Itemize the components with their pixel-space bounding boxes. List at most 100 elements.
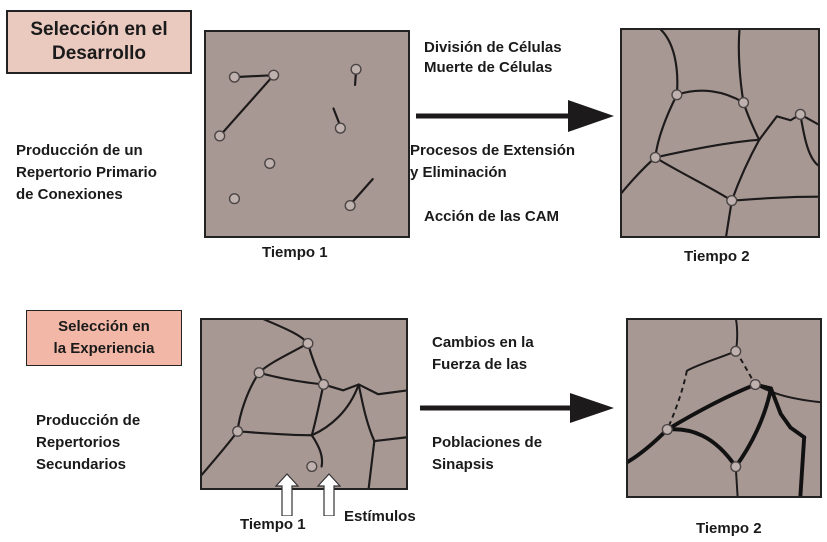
section-2-title-box: Selección en la Experiencia bbox=[26, 310, 182, 366]
neuron-body bbox=[730, 461, 742, 473]
fiber bbox=[218, 74, 275, 138]
fiber bbox=[742, 101, 761, 141]
neuron-body bbox=[302, 337, 314, 350]
fiber bbox=[262, 320, 309, 345]
neuron-body bbox=[228, 193, 241, 205]
section-1-process-text-top: División de Células Muerte de Células bbox=[424, 38, 562, 78]
section-1-process-line4: y Eliminación bbox=[410, 164, 507, 181]
neuron-body bbox=[268, 69, 280, 81]
section-1-title-line1: Selección en el bbox=[30, 19, 168, 40]
strengthened-synapse bbox=[665, 382, 758, 432]
strengthened-synapse bbox=[628, 427, 670, 464]
section-1-process-line5: Acción de las CAM bbox=[424, 208, 560, 225]
section-1-process-line2: Muerte de Células bbox=[424, 59, 553, 76]
weakened-synapse-dashed bbox=[734, 350, 757, 386]
stimulus-arrow-icon bbox=[316, 473, 342, 516]
stimulus-arrow-icon bbox=[274, 473, 300, 516]
neuron-body bbox=[737, 97, 750, 109]
fiber bbox=[730, 195, 818, 202]
section-2-process-text-bottom: Poblaciones de Sinapsis bbox=[432, 432, 542, 476]
section-1-panel-time-2 bbox=[620, 28, 820, 238]
fiber bbox=[654, 93, 678, 159]
section-2-panel-time-2 bbox=[626, 318, 822, 498]
fiber bbox=[236, 430, 313, 437]
section-2-strengthened-synapses-drawing bbox=[628, 320, 820, 496]
fiber bbox=[685, 350, 737, 372]
section-2-stimulus-label: Estímulos bbox=[344, 508, 416, 525]
section-2-title-line1: Selección en bbox=[58, 318, 150, 335]
neuron-body bbox=[661, 423, 673, 436]
fiber bbox=[758, 113, 818, 141]
neuron-body bbox=[350, 63, 362, 75]
fiber bbox=[257, 342, 309, 374]
section-1-primary-connections-drawing bbox=[214, 63, 374, 212]
neuron-body bbox=[214, 130, 226, 142]
section-1-left-text-line3: de Conexiones bbox=[16, 186, 123, 203]
section-2-secondary-repertoire-drawing bbox=[202, 320, 406, 488]
fiber bbox=[310, 383, 325, 437]
fiber bbox=[257, 371, 325, 386]
fiber bbox=[654, 138, 761, 159]
fiber bbox=[322, 383, 406, 396]
section-2-title-line2: la Experiencia bbox=[53, 340, 155, 357]
section-1-title-line2: Desarrollo bbox=[52, 43, 146, 64]
fiber bbox=[349, 178, 374, 206]
section-1-arrow bbox=[416, 100, 614, 132]
fiber bbox=[737, 30, 745, 104]
section-1-panel-time-1 bbox=[204, 30, 410, 238]
section-2-left-text-line3: Secundarios bbox=[36, 456, 127, 473]
strengthened-synapse bbox=[733, 386, 773, 469]
fiber bbox=[659, 30, 679, 96]
section-2-time-1-label: Tiempo 1 bbox=[240, 516, 306, 533]
section-1-time-1-label: Tiempo 1 bbox=[262, 244, 328, 261]
section-2-process-line4: Sinapsis bbox=[432, 456, 494, 473]
section-1-left-text-line1: Producción de un bbox=[16, 142, 143, 159]
section-1-process-line1: División de Células bbox=[424, 39, 562, 56]
fiber bbox=[725, 199, 733, 236]
section-2-process-line2: Fuerza de las bbox=[432, 356, 528, 373]
fiber bbox=[730, 138, 761, 202]
section-1-process-text-middle: Procesos de Extensión y Eliminación bbox=[410, 140, 575, 184]
strengthened-synapse bbox=[665, 427, 738, 469]
neuron-body bbox=[749, 378, 761, 391]
section-2-left-text-line2: Repertorios bbox=[36, 434, 121, 451]
section-2-time-2-label: Tiempo 2 bbox=[696, 520, 762, 537]
neuron-body bbox=[726, 195, 738, 207]
section-2-arrow bbox=[420, 393, 614, 423]
neuron-body bbox=[334, 122, 346, 134]
section-1-refined-network-drawing bbox=[622, 30, 818, 236]
strengthened-synapse bbox=[798, 435, 807, 496]
fiber bbox=[310, 383, 360, 437]
section-1-title-box: Selección en el Desarrollo bbox=[6, 10, 192, 74]
section-2-process-line1: Cambios en la bbox=[432, 334, 534, 351]
fiber bbox=[367, 440, 376, 488]
stimulus-arrows bbox=[274, 473, 342, 516]
fiber bbox=[357, 383, 376, 443]
section-1-left-text-line2: Repertorio Primario bbox=[16, 164, 157, 181]
neuron-body bbox=[317, 378, 330, 391]
fiber bbox=[233, 74, 275, 79]
fiber bbox=[373, 436, 406, 443]
fiber bbox=[306, 342, 325, 386]
fiber bbox=[799, 113, 818, 167]
section-1-left-text: Producción de un Repertorio Primario de … bbox=[16, 140, 157, 206]
fiber bbox=[202, 430, 239, 477]
fiber bbox=[310, 434, 324, 468]
neuron-body bbox=[671, 89, 683, 101]
neuron-body bbox=[730, 345, 742, 357]
neuron-body bbox=[306, 460, 318, 473]
section-2-left-text: Producción de Repertorios Secundarios bbox=[36, 410, 140, 476]
fiber bbox=[236, 371, 261, 433]
neuron-body bbox=[264, 157, 276, 170]
fiber bbox=[654, 156, 733, 202]
section-2-left-text-line1: Producción de bbox=[36, 412, 141, 429]
strengthened-synapse bbox=[753, 382, 807, 440]
neuron-body bbox=[344, 199, 356, 212]
section-2-process-text-top: Cambios en la Fuerza de las bbox=[432, 332, 534, 376]
section-2-process-line3: Poblaciones de bbox=[432, 434, 543, 451]
fiber bbox=[622, 156, 657, 195]
fiber bbox=[675, 89, 745, 104]
section-1-time-2-label: Tiempo 2 bbox=[684, 248, 750, 265]
neuron-body bbox=[228, 71, 241, 83]
section-1-process-line3: Procesos de Extensión bbox=[410, 142, 576, 159]
